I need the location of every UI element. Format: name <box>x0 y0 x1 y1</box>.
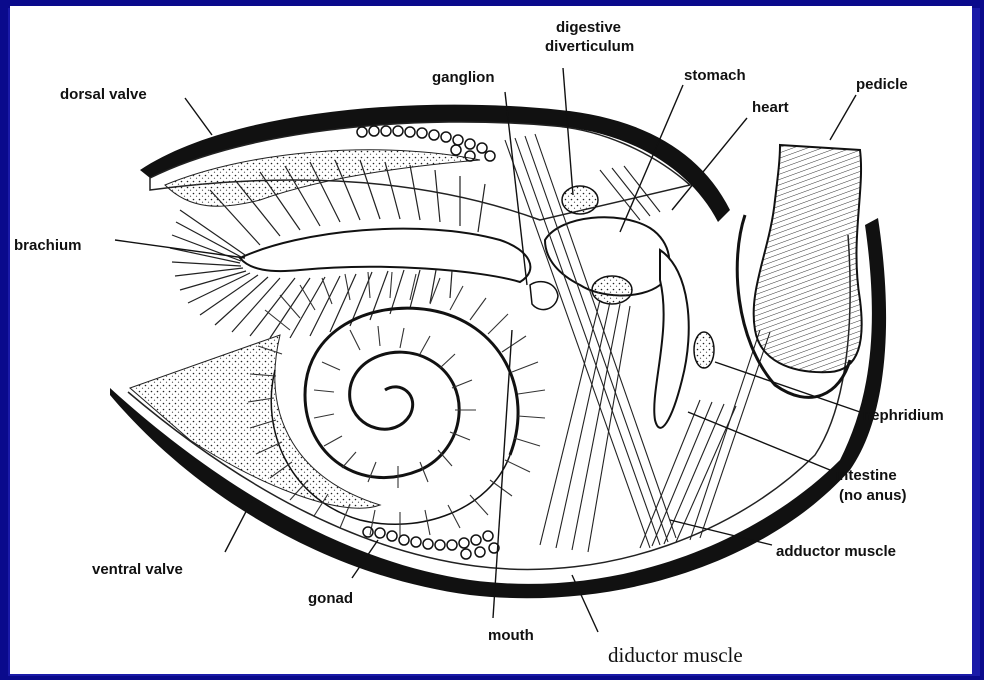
pedicle-organ <box>754 145 862 372</box>
label-gonad: gonad <box>308 590 353 607</box>
label-brachium: brachium <box>14 237 82 254</box>
label-adductor-muscle: adductor muscle <box>776 543 896 560</box>
label-dorsal-valve: dorsal valve <box>60 86 147 103</box>
label-ventral-valve: ventral valve <box>92 561 183 578</box>
label-digestive-line1: digestive <box>556 19 621 36</box>
label-pedicle: pedicle <box>856 76 908 93</box>
ganglion-organ <box>530 282 558 310</box>
label-intestine-line2: (no anus) <box>839 487 907 504</box>
label-mouth: mouth <box>488 627 534 644</box>
label-diductor-muscle: diductor muscle <box>608 643 743 667</box>
gonad-ventral <box>363 527 499 559</box>
label-stomach: stomach <box>684 67 746 84</box>
brachium-arm <box>240 229 530 282</box>
label-digestive-line2: diverticulum <box>545 38 634 55</box>
label-intestine-line1: intestine <box>835 467 897 484</box>
dorsal-mantle <box>165 150 480 206</box>
ventral-mantle <box>130 335 380 508</box>
nephridium-organ <box>694 332 714 368</box>
intestine-organ <box>654 250 688 428</box>
label-heart: heart <box>752 99 789 116</box>
label-ganglion: ganglion <box>432 69 495 86</box>
leader-lines <box>115 68 860 632</box>
label-nephridium: nephridium <box>862 407 944 424</box>
digestive-gland <box>592 276 632 304</box>
digestive-diverticulum-organ <box>562 186 598 214</box>
